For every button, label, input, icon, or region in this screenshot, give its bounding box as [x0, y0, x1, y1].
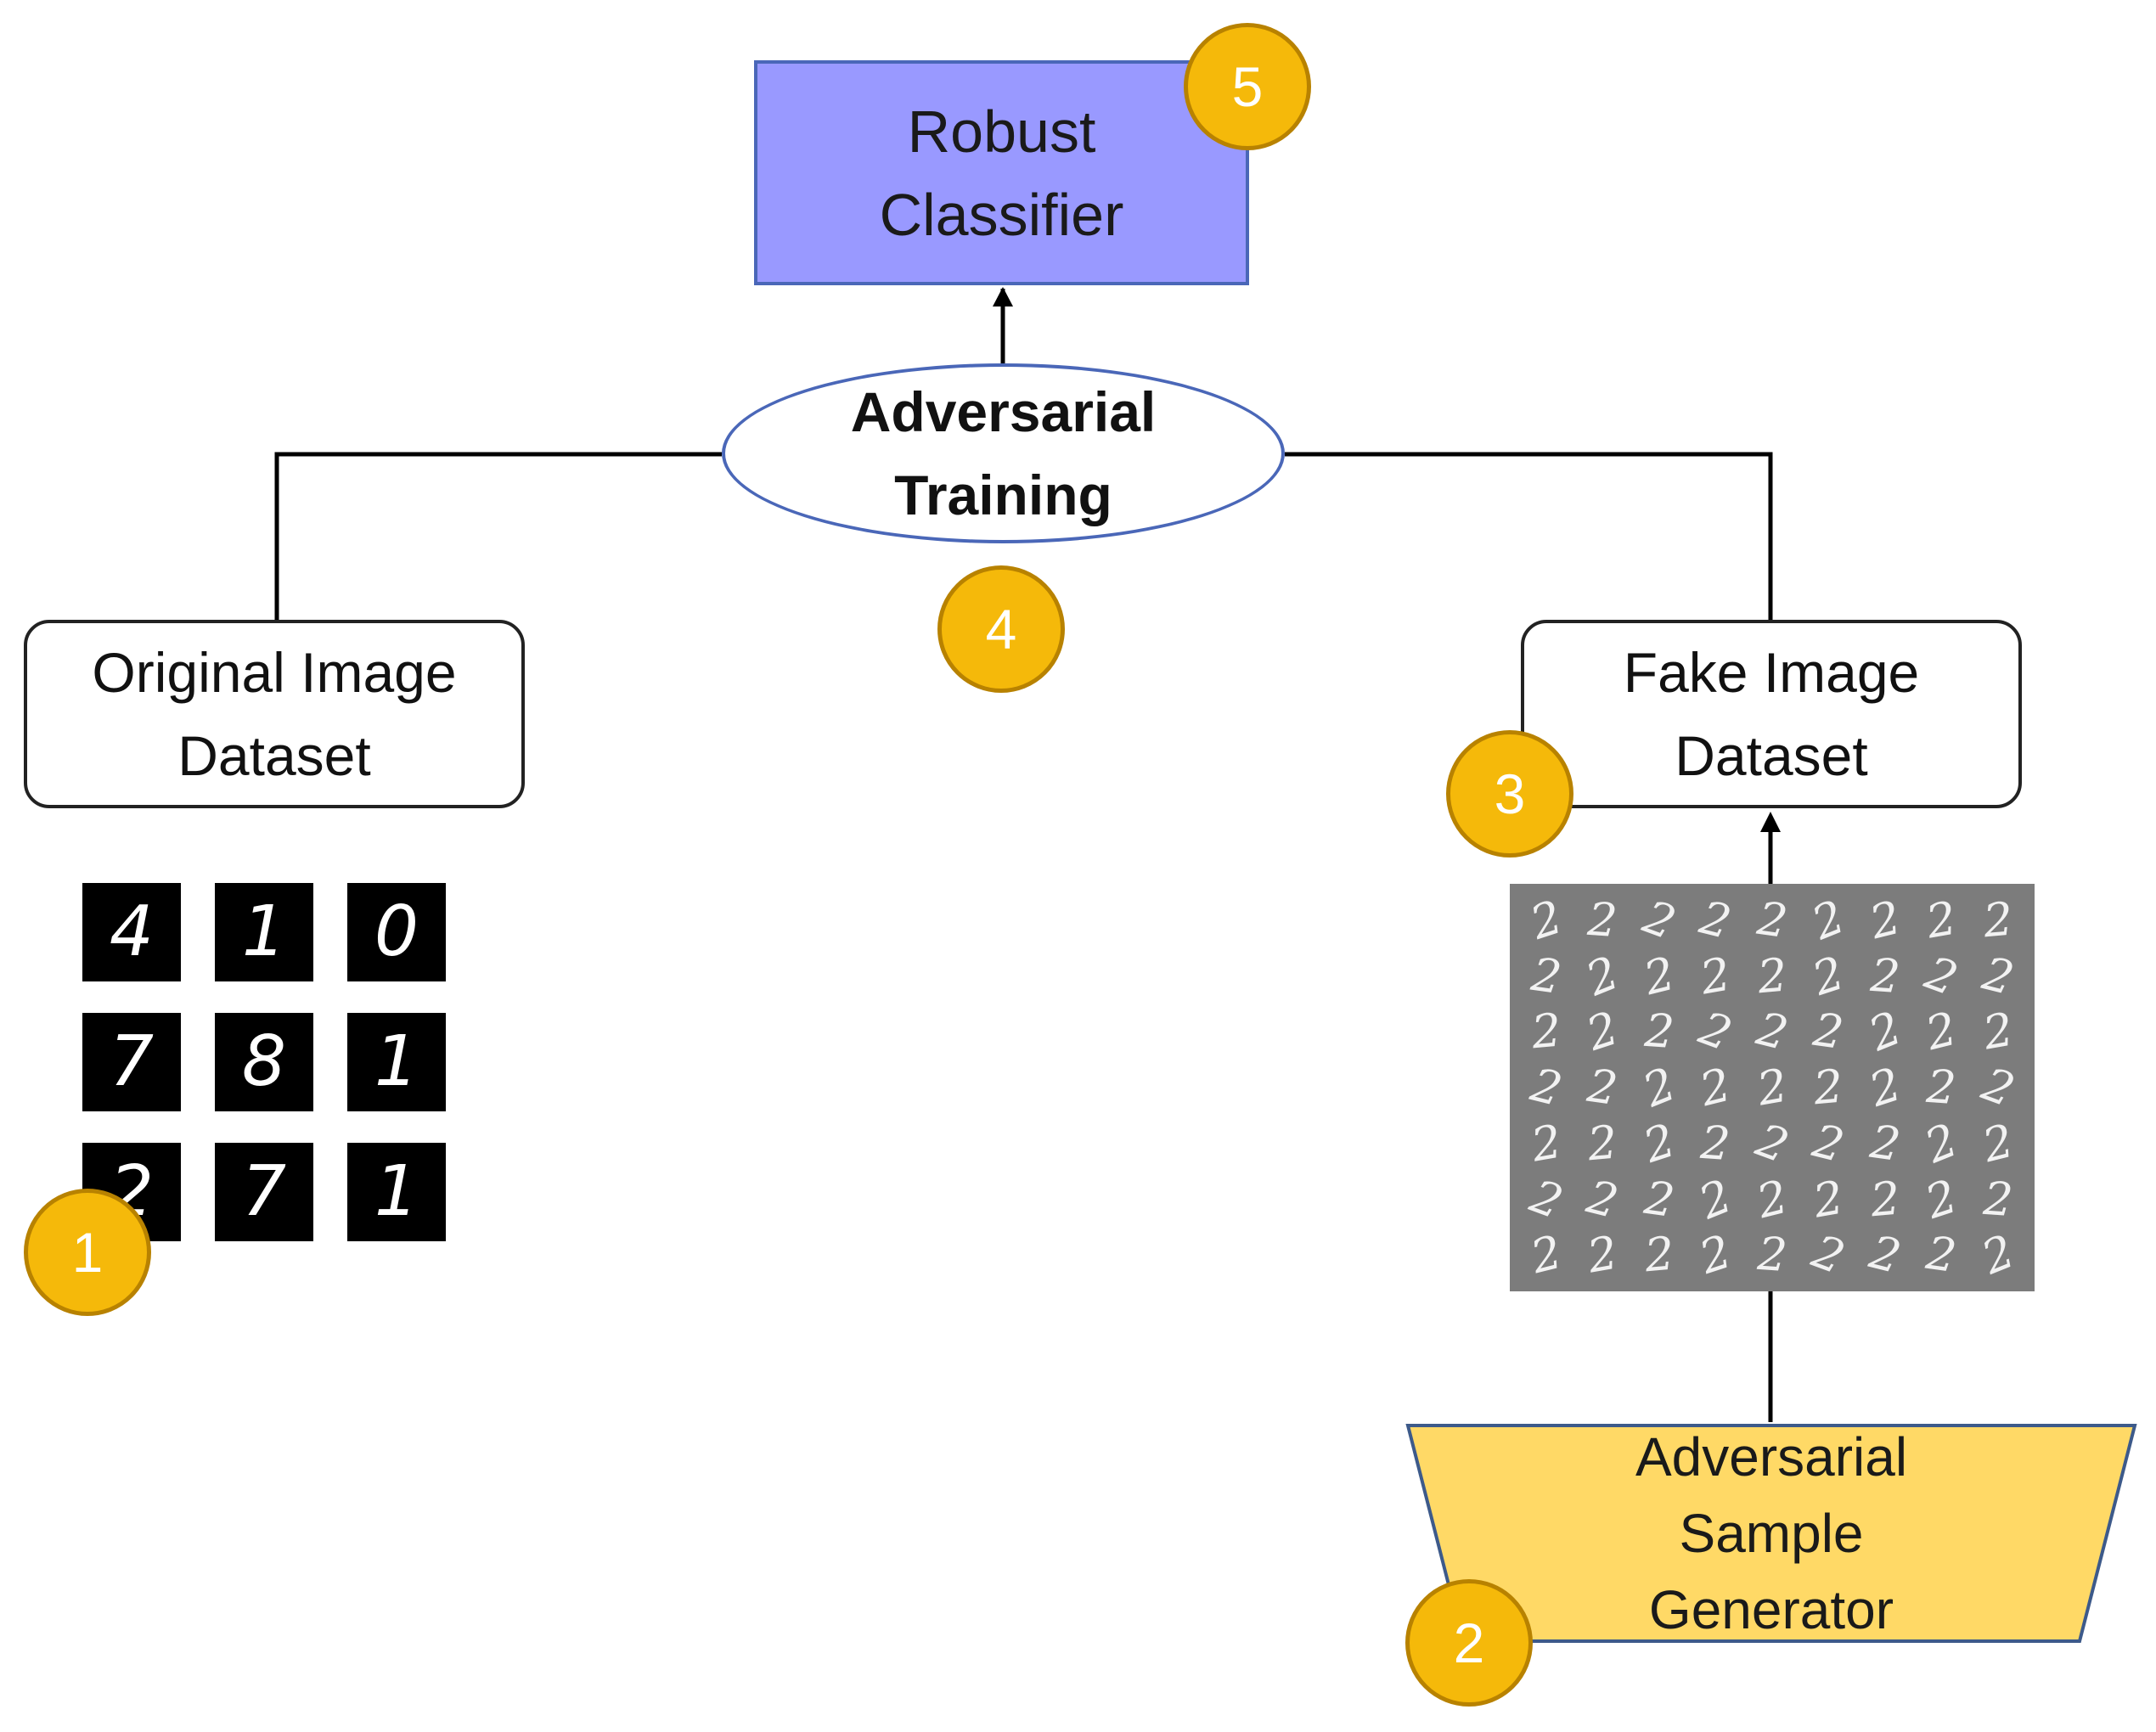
original-dataset-line-1: Original Image — [92, 641, 457, 704]
sample-generator-line-2: Sample — [1679, 1503, 1864, 1564]
mnist-sample: 8 — [215, 1013, 313, 1111]
fake-sample: 2 — [1695, 1057, 1737, 1117]
step-badge-3: 3 — [1446, 730, 1573, 858]
fake-sample: 2 — [1975, 1057, 2021, 1117]
fake-sample: 2 — [1585, 1058, 1622, 1116]
fake-sample: 2 — [1980, 891, 2015, 948]
fake-sample: 2 — [1864, 890, 1906, 950]
line-original-to-training — [274, 452, 722, 620]
sample-generator-label: Adversarial Sample Generator — [1511, 1426, 2031, 1640]
fake-sample: 2 — [1867, 1171, 1902, 1227]
fake-sample: 2 — [1638, 946, 1680, 1005]
mnist-sample: 1 — [215, 883, 313, 981]
fake-sample: 2 — [1808, 1113, 1849, 1172]
adversarial-training-ellipse: Adversarial Training — [722, 363, 1285, 543]
original-image-dataset-box: Original Image Dataset — [24, 620, 525, 808]
fake-sample: 2 — [1922, 891, 1961, 949]
arrowhead-fake-dataset — [1760, 812, 1781, 832]
original-digit-samples: 4 1 0 7 8 1 2 7 1 — [82, 883, 448, 1244]
original-dataset-line-2: Dataset — [177, 724, 371, 787]
arrowhead-classifier — [993, 287, 1013, 306]
fake-sample: 2 — [1917, 1112, 1965, 1173]
line-fake-to-training — [1285, 452, 1773, 620]
fake-sample: 2 — [1692, 1001, 1739, 1062]
fake-sample: 2 — [1635, 1056, 1683, 1118]
fake-sample: 2 — [1527, 1114, 1566, 1172]
fake-sample: 2 — [1751, 1169, 1793, 1229]
fake-sample: 2 — [1642, 1004, 1676, 1060]
fake-sample: 2 — [1864, 1224, 1906, 1285]
robust-classifier-box: Robust Classifier — [754, 60, 1249, 285]
mnist-sample: 7 — [215, 1143, 313, 1241]
fake-dataset-line-2: Dataset — [1675, 724, 1868, 787]
fake-sample: 2 — [1868, 948, 1902, 1004]
fake-sample: 2 — [1977, 946, 2019, 1005]
fake-sample: 2 — [1585, 1115, 1620, 1172]
fake-sample: 2 — [1981, 1171, 2015, 1227]
mnist-sample: 0 — [347, 883, 446, 981]
fake-sample: 2 — [1973, 1224, 2022, 1285]
fake-sample: 2 — [1866, 1114, 1904, 1172]
step-badge-5: 5 — [1184, 23, 1311, 150]
sample-generator-trapezoid — [1405, 1424, 2137, 1643]
fake-dataset-line-1: Fake Image — [1623, 641, 1920, 704]
fake-sample: 2 — [1749, 1112, 1796, 1173]
mnist-sample: 7 — [82, 1013, 181, 1111]
sample-generator-line-1: Adversarial — [1635, 1426, 1908, 1487]
fake-sample: 2 — [1805, 1224, 1852, 1285]
fake-sample: 2 — [1584, 1225, 1622, 1284]
step-badge-2: 2 — [1405, 1579, 1533, 1707]
fake-sample: 2 — [1642, 1226, 1676, 1283]
fake-sample: 2 — [1697, 947, 1735, 1005]
step-badge-4: 4 — [937, 565, 1065, 693]
fake-sample: 2 — [1641, 1170, 1678, 1228]
robust-classifier-line-2: Classifier — [879, 181, 1124, 248]
fake-image-dataset-box: Fake Image Dataset — [1521, 620, 2022, 808]
fake-sample: 2 — [1922, 1226, 1960, 1284]
fake-sample: 2 — [1862, 1057, 1907, 1117]
fake-sample: 2 — [1526, 1057, 1568, 1117]
fake-sample: 2 — [1918, 945, 1965, 1006]
fake-sample: 2 — [1979, 1002, 2018, 1060]
step-badge-1: 1 — [24, 1189, 151, 1316]
adversarial-training-line-2: Training — [894, 464, 1112, 526]
robust-classifier-line-1: Robust — [907, 98, 1096, 165]
fake-sample: 2 — [1809, 1169, 1848, 1228]
fake-sample: 2 — [1751, 1002, 1793, 1061]
mnist-sample: 1 — [347, 1143, 446, 1241]
fake-sample: 2 — [1699, 1115, 1732, 1171]
mnist-sample: 1 — [347, 1013, 446, 1111]
fake-sample: 2 — [1810, 1003, 1847, 1060]
fake-sample: 2 — [1925, 1059, 1958, 1116]
mnist-sample: 4 — [82, 883, 181, 981]
fake-sample: 2 — [1528, 947, 1565, 1004]
fake-sample: 2 — [1523, 1168, 1570, 1229]
fake-sample: 2 — [1804, 889, 1852, 951]
fake-sample: 2 — [1693, 1224, 1738, 1285]
fake-sample: 2 — [1753, 1058, 1792, 1116]
sample-generator-line-3: Generator — [1648, 1579, 1894, 1640]
fake-sample: 2 — [1977, 1113, 2018, 1172]
fake-sample: 2 — [1636, 889, 1683, 950]
fake-sample: 2 — [1755, 1227, 1789, 1283]
fake-sample: 2 — [1754, 891, 1791, 948]
fake-sample: 2 — [1586, 891, 1620, 948]
fake-sample: 2 — [1695, 890, 1737, 950]
adversarial-training-line-1: Adversarial — [850, 380, 1157, 443]
